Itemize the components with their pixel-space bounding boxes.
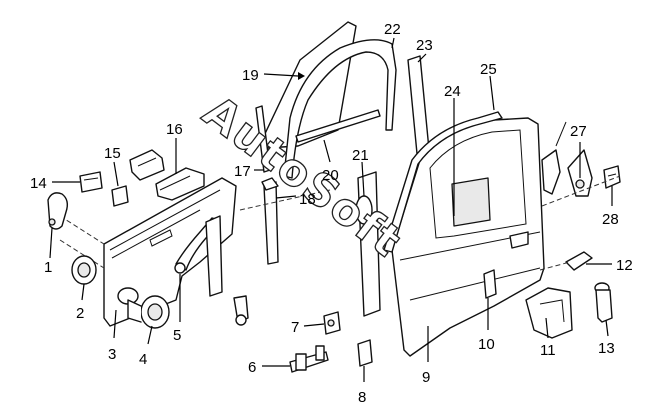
- leader-line: [489, 75, 495, 111]
- callout-17: 17: [234, 163, 251, 180]
- belt-strip-part: [295, 109, 381, 143]
- alignment-line: [239, 189, 331, 211]
- callout-20: 20: [322, 167, 339, 184]
- callout-14: 14: [30, 175, 47, 192]
- leader-line: [263, 73, 299, 77]
- inner-handle-part: [47, 192, 69, 230]
- latch-part-10: [483, 269, 497, 299]
- callout-19: 19: [242, 67, 259, 84]
- callout-6: 6: [248, 359, 256, 376]
- callout-4: 4: [139, 351, 147, 368]
- striker-part-7: [323, 311, 341, 335]
- armrest-part-16: [155, 167, 205, 201]
- door-shell-part: [391, 117, 545, 357]
- callout-18: 18: [299, 191, 316, 208]
- door-seal-part-25: [383, 111, 503, 253]
- clip-part-14: [79, 171, 103, 193]
- callout-5: 5: [173, 327, 181, 344]
- callout-24: 24: [444, 83, 461, 100]
- callout-22: 22: [384, 21, 401, 38]
- knob-part: [127, 295, 170, 329]
- leader-arrowhead: [298, 72, 305, 80]
- callout-23: 23: [416, 37, 433, 54]
- door-trim-panel: [59, 177, 237, 327]
- callout-3: 3: [108, 346, 116, 363]
- guide-channel-part: [205, 215, 223, 297]
- leader-line: [605, 319, 609, 337]
- leader-line: [147, 325, 153, 345]
- leader-line: [81, 283, 85, 301]
- glass-run-channel-part: [283, 39, 397, 179]
- leader-line: [391, 37, 395, 49]
- lock-cylinder-part-13: [594, 282, 613, 323]
- run-channel-part-18: [261, 177, 279, 265]
- leader-line: [545, 317, 549, 339]
- divider-channel-part: [355, 171, 381, 317]
- callout-8: 8: [358, 389, 366, 406]
- callout-12: 12: [616, 257, 633, 274]
- callout-9: 9: [422, 369, 430, 386]
- leader-line: [49, 227, 53, 259]
- lever-part-12: [565, 251, 593, 271]
- callout-1: 1: [44, 259, 52, 276]
- leader-line: [113, 161, 119, 187]
- handle-rod-part: [541, 121, 567, 195]
- callout-25: 25: [480, 61, 497, 78]
- mirror-mount-part-11: [525, 287, 573, 339]
- leader-line: [323, 139, 331, 163]
- callout-16: 16: [166, 121, 183, 138]
- bracket-part-15: [111, 149, 165, 207]
- seal-part-17: [255, 105, 271, 173]
- leader-line: [417, 53, 427, 63]
- callout-11: 11: [540, 342, 556, 359]
- callout-2: 2: [76, 305, 84, 322]
- check-strap-part-6: [289, 345, 329, 373]
- leader-line: [275, 195, 297, 199]
- leader-line: [113, 309, 117, 339]
- leader-line: [303, 323, 325, 327]
- bolt-part: [233, 295, 249, 326]
- leader-line: [361, 161, 365, 197]
- callout-7: 7: [291, 319, 299, 336]
- callout-28: 28: [602, 211, 619, 228]
- hinge-pin-part-8: [357, 339, 373, 367]
- alignment-line: [539, 261, 571, 271]
- alignment-line: [541, 175, 621, 207]
- callout-10: 10: [478, 336, 495, 353]
- callout-13: 13: [598, 340, 615, 357]
- callout-15: 15: [104, 145, 121, 162]
- callout-21: 21: [352, 147, 369, 164]
- rosette-part: [71, 255, 97, 285]
- callout-27: 27: [570, 123, 587, 140]
